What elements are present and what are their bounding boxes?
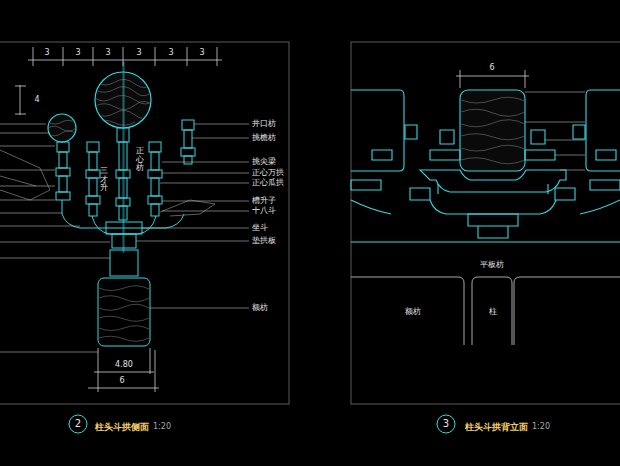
dimension-value: 3 — [199, 49, 204, 57]
part-label: 额枋 — [252, 304, 268, 312]
view-number: 3 — [443, 419, 449, 429]
scale-note: 1:20 — [532, 423, 550, 431]
view-number-circle: 3 — [436, 414, 456, 434]
view-number-circle: 2 — [68, 414, 88, 434]
part-label: 挑檐枋 — [252, 134, 276, 142]
part-label: 三才升 — [100, 167, 108, 193]
view-title: 柱头斗拱背立面 — [465, 423, 528, 432]
part-label: 槽升子 — [252, 197, 276, 205]
part-label: 井口枋 — [252, 120, 276, 128]
part-label: 十八斗 — [252, 207, 276, 215]
part-label: 平板枋 — [480, 261, 504, 269]
scale-note: 1:20 — [153, 423, 171, 431]
part-label: 额枋 — [405, 308, 421, 316]
view-title: 柱头斗拱侧面 — [95, 423, 149, 432]
part-label: 坐斗 — [252, 224, 268, 232]
dimension-value: 3 — [136, 49, 141, 57]
dimension-value: 6 — [119, 377, 124, 385]
view-number: 2 — [75, 419, 81, 429]
part-label: 正心枋 — [136, 147, 144, 173]
dimension-value: 3 — [44, 49, 49, 57]
part-label: 垫拱板 — [252, 237, 276, 245]
part-label: 挑尖梁 — [252, 158, 276, 166]
dimension-value: 3 — [105, 49, 110, 57]
part-label: 正心瓜拱 — [252, 179, 284, 187]
part-label: 柱 — [489, 308, 497, 316]
dimension-value: 3 — [168, 49, 173, 57]
dimension-value: 6 — [489, 64, 494, 72]
dimension-value: 3 — [75, 49, 80, 57]
dimension-value: 4 — [34, 96, 39, 104]
dimension-value: 4.80 — [115, 361, 133, 369]
part-label: 正心万拱 — [252, 169, 284, 177]
